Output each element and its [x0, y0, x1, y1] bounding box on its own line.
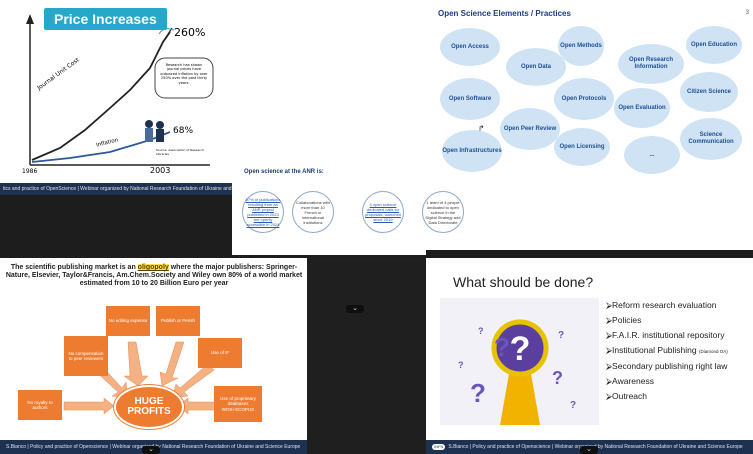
what-should-be-done-slide: What should be done? ? ? ? ? ? ? ? ? ⮚Re… [426, 258, 753, 454]
arrow-4 [171, 363, 215, 399]
arrow-2 [159, 341, 185, 387]
chevron-down-icon[interactable]: ⌄ [142, 446, 160, 454]
svg-text:?: ? [552, 368, 563, 388]
title-part-1: The scientific publishing market is an [10, 264, 138, 271]
element-open-education: Open Education [686, 26, 742, 64]
pct-high-label: 260% [174, 26, 206, 39]
element-open-peer-review: Open Peer Review [500, 108, 560, 150]
action-list: ⮚Reform research evaluation ⮚Policies ⮚F… [606, 298, 728, 404]
list-item: ⮚Reform research evaluation [606, 300, 717, 310]
factor-use-of-if: Use of IF [198, 338, 242, 368]
list-item: ⮚F.A.I.R. institutional repository [606, 330, 725, 340]
anr-stat-collaborations: Collaborations with more than 10 French … [292, 191, 334, 233]
svg-text:?: ? [510, 330, 531, 368]
year-end: 2003 [150, 166, 171, 175]
list-item: ⮚Awareness [606, 376, 654, 386]
slide-title: Open Science Elements / Practices [438, 9, 571, 18]
element-more: ... [624, 136, 680, 174]
chevron-down-icon[interactable]: ⌄ [346, 305, 364, 313]
element-science-communication: Science Communication [680, 118, 742, 160]
pct-low-label: 68% [173, 126, 194, 136]
svg-text:?: ? [570, 400, 576, 411]
arrow-5 [63, 397, 115, 415]
slide-title: The scientific publishing market is an o… [4, 264, 304, 288]
person-2-head [145, 120, 153, 128]
journal-cost-arrow [162, 27, 173, 43]
price-increases-slide: Price Increases 260% 68% Research has sh… [0, 0, 268, 195]
year-start: 1986 [22, 168, 38, 175]
factor-no-royalty: No royalty to authors [18, 390, 62, 420]
blank-area [232, 0, 426, 135]
element-open-data: Open Data [506, 48, 566, 86]
element-open-evaluation: Open Evaluation [614, 88, 670, 128]
cursor-icon: ↱ [478, 124, 485, 133]
slide-title: What should be done? [453, 274, 594, 290]
note-bubble [154, 57, 214, 99]
slide-title: Price Increases [44, 8, 167, 30]
publishing-market-slide: The scientific publishing market is an o… [0, 258, 307, 454]
person-1-head [156, 121, 164, 129]
magnifier-icon: ? ? ? ? ? ? ? ? [440, 298, 599, 425]
price-chart [26, 14, 214, 166]
arrow-1 [123, 341, 149, 387]
y-axis-arrow [26, 14, 34, 24]
page-number: 3 [745, 10, 749, 16]
chevron-down-icon[interactable]: ⌄ [580, 446, 598, 454]
element-open-access: Open Access [440, 28, 500, 66]
person-1-body [156, 129, 164, 142]
source-label: Source: Association of Research Librarie… [156, 148, 204, 156]
anr-stat-publications[interactable]: 67% of publications resulting from an AN… [242, 191, 284, 233]
svg-text:?: ? [478, 326, 484, 336]
element-open-methods: Open Methods [558, 26, 604, 66]
slide-title: Open science at the ANR is: [244, 169, 324, 175]
decorative-stroke [158, 28, 175, 35]
person-2-body [145, 128, 153, 142]
element-open-infrastructures: Open Infrastructures [442, 130, 502, 172]
list-item: ⮚Institutional Publishing (Diamond OA) [606, 345, 728, 355]
huge-profits-hub: HUGE PROFITS [114, 385, 184, 429]
list-item: ⮚Policies [606, 315, 642, 325]
note-text: Research has shown journal prices have o… [160, 63, 208, 85]
title-highlight: oligopoly [137, 264, 169, 271]
element-open-protocols: Open Protocols [554, 78, 614, 120]
open-science-elements-slide: Open Science Elements / Practices 3 Open… [426, 0, 753, 185]
list-item: ⮚Outreach [606, 391, 648, 401]
element-citizen-science: Citizen Science [680, 72, 738, 112]
factor-no-compensation: No compensation to peer reviewers [64, 336, 108, 376]
magnifier-question-image: ? ? ? ? ? ? ? ? [440, 298, 599, 425]
factor-proprietary-databases: Use of proprietary databases WOS+SCOPUS [214, 386, 262, 422]
infn-logo: INFN [432, 443, 446, 450]
list-item: ⮚Secondary publishing right law [606, 361, 728, 371]
element-open-licensing: Open Licensing [554, 128, 610, 166]
anr-stat-calls[interactable]: 4 open science dedicated calls for propo… [362, 191, 404, 233]
anr-stat-team: 1 team of 4 people dedicated to open sci… [422, 191, 464, 233]
journal-cost-line [31, 31, 171, 161]
anr-open-science-slide: Open science at the ANR is: 67% of publi… [232, 135, 426, 255]
profit-arrows [63, 341, 227, 415]
factor-no-editing-expense: No editing expense [106, 306, 150, 336]
title-part-2: where the major publishers: Springer-Nat… [5, 264, 303, 287]
element-open-software: Open Software [440, 78, 500, 120]
anr-open-science-slide-right: 1 team of 4 people dedicated to open sci… [422, 185, 753, 250]
svg-text:?: ? [494, 332, 510, 362]
dark-gap [307, 258, 426, 454]
slide-footer: tics and practice of OpenScience | Webin… [0, 183, 268, 195]
svg-text:?: ? [558, 330, 564, 341]
element-open-research-information: Open Research Information [618, 44, 684, 84]
factor-publish-or-perish: Publish or Perish [156, 306, 200, 336]
svg-text:?: ? [458, 360, 464, 370]
svg-text:?: ? [470, 378, 486, 408]
